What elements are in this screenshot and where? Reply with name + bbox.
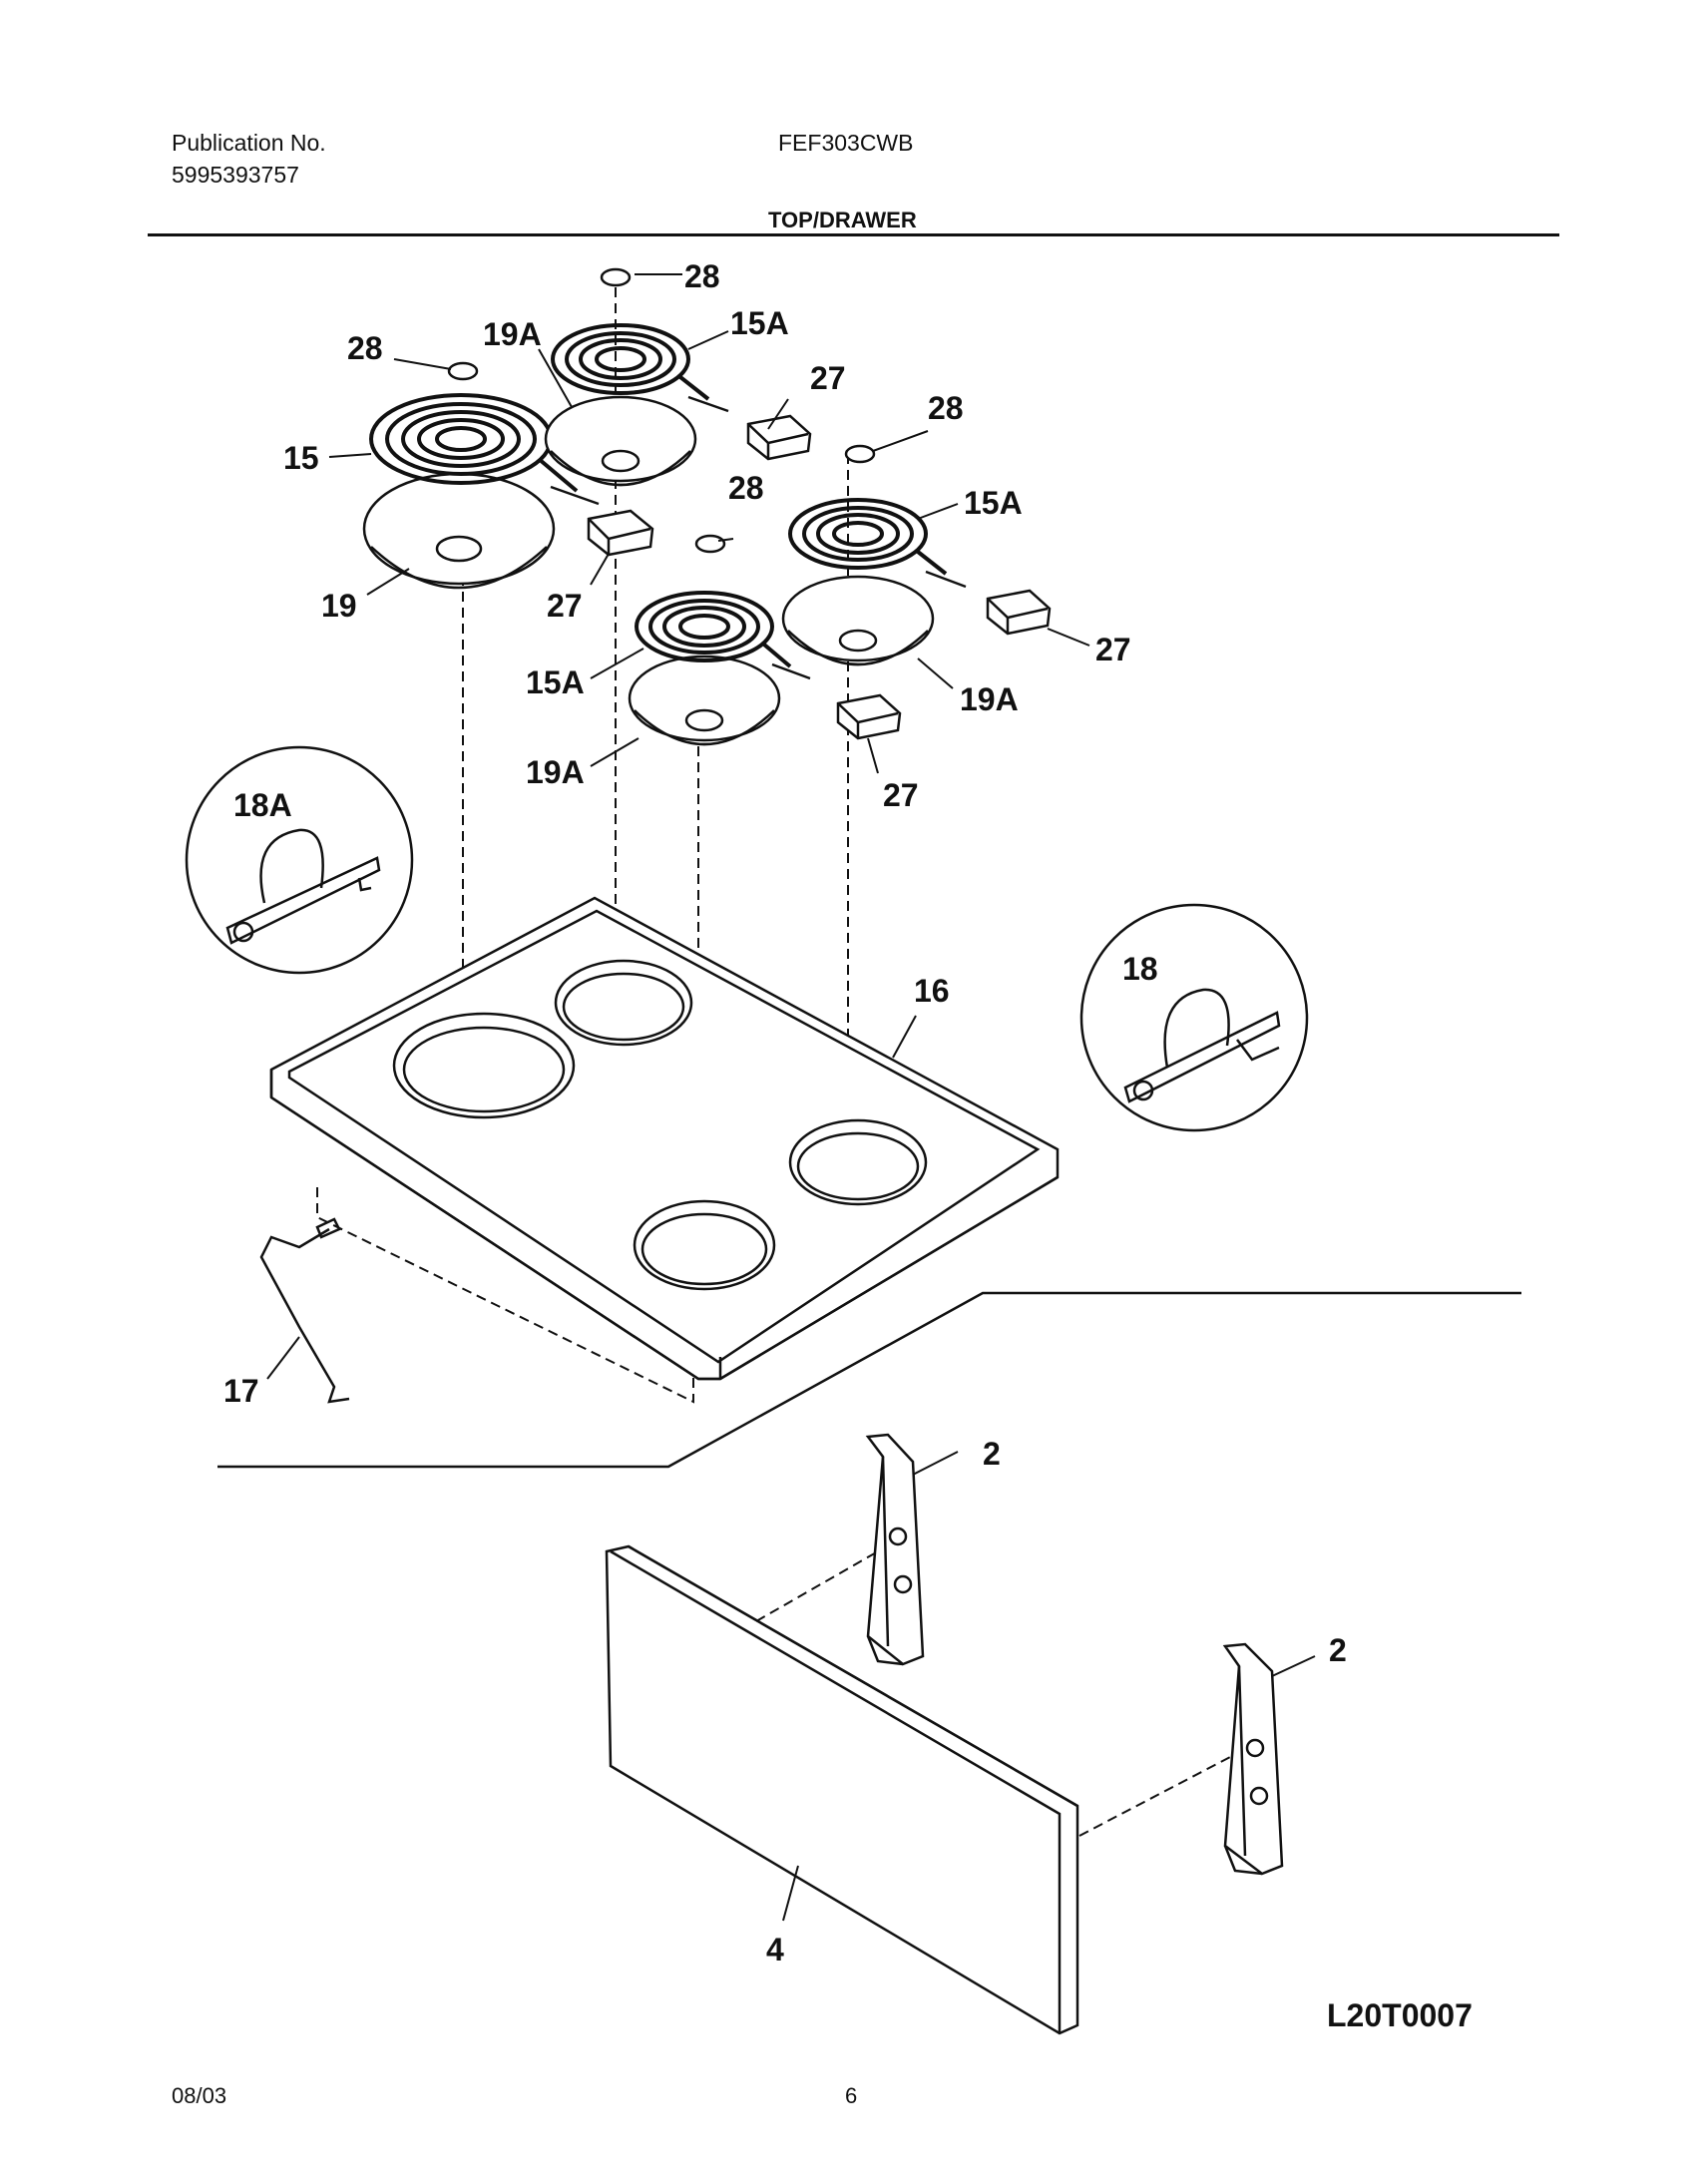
callout-28: 28 — [347, 330, 383, 366]
drip-bowl-19a-front-right — [628, 655, 781, 746]
drip-bowl-19a-rear-right — [781, 575, 935, 666]
detail-circle-18 — [1079, 903, 1309, 1132]
figure-code: L20T0007 — [1327, 1997, 1473, 2033]
leader-lines — [266, 273, 1316, 1922]
receptacle-27-front-right — [836, 693, 902, 740]
trim-ring-28-front-right — [694, 534, 726, 554]
callout-28: 28 — [684, 258, 720, 294]
callout-4: 4 — [766, 1932, 784, 1967]
callout-27: 27 — [547, 588, 583, 624]
surface-element-15a-rear-left — [551, 323, 729, 413]
cooktop-burner-openings — [392, 959, 928, 1291]
trim-ring-28-front-left — [447, 361, 479, 381]
model-number: FEF303CWB — [778, 130, 914, 156]
header-rule — [148, 233, 1559, 236]
receptacle-27-front-left — [587, 509, 654, 557]
callout-15: 15 — [283, 440, 319, 476]
footer-page-number: 6 — [845, 2083, 858, 2108]
callout-17: 17 — [223, 1373, 259, 1409]
receptacle-27-rear-right — [986, 589, 1052, 636]
drawer-bracket-2-right — [1222, 1642, 1284, 1876]
callout-28: 28 — [728, 470, 764, 506]
cooktop-support-rod-17 — [259, 1227, 350, 1404]
callout-15a: 15A — [964, 485, 1023, 521]
surface-element-15a-rear-right — [788, 498, 967, 589]
drawer-bracket-2-left — [865, 1433, 925, 1666]
callout-19a: 19A — [960, 681, 1019, 717]
callout-15a: 15A — [730, 305, 789, 341]
detail-circle-18a — [185, 745, 414, 975]
callout-19: 19 — [321, 588, 357, 624]
drip-bowl-19 — [362, 472, 556, 590]
alignment-line-bracket-left — [755, 1550, 879, 1622]
footer-date: 08/03 — [172, 2083, 227, 2108]
callout-16: 16 — [914, 973, 950, 1009]
callout-27: 27 — [1095, 632, 1131, 667]
publication-number: 5995393757 — [172, 162, 299, 188]
receptacle-27-rear-left — [746, 414, 812, 461]
callout-19a: 19A — [526, 754, 585, 790]
surface-element-15a-front-right — [635, 591, 811, 680]
drip-bowl-19a-rear-left — [544, 395, 697, 487]
publication-label: Publication No. — [172, 130, 326, 156]
callout-2: 2 — [1329, 1632, 1347, 1668]
section-divider-line — [217, 1291, 1521, 1469]
rod-clip — [315, 1217, 341, 1239]
trim-ring-28-rear-left — [600, 267, 632, 287]
alignment-line-bracket-right — [1078, 1755, 1233, 1837]
callout-18a: 18A — [233, 787, 292, 823]
section-title: TOP/DRAWER — [768, 208, 917, 232]
callout-27: 27 — [883, 777, 919, 813]
callout-18: 18 — [1122, 951, 1158, 987]
callout-28: 28 — [928, 390, 964, 426]
callout-15a: 15A — [526, 664, 585, 700]
drawer-front-panel-4 — [605, 1544, 1079, 2035]
trim-ring-28-rear-right — [844, 444, 876, 464]
callout-19a: 19A — [483, 316, 542, 352]
callout-2: 2 — [983, 1436, 1001, 1472]
callout-27: 27 — [810, 360, 846, 396]
